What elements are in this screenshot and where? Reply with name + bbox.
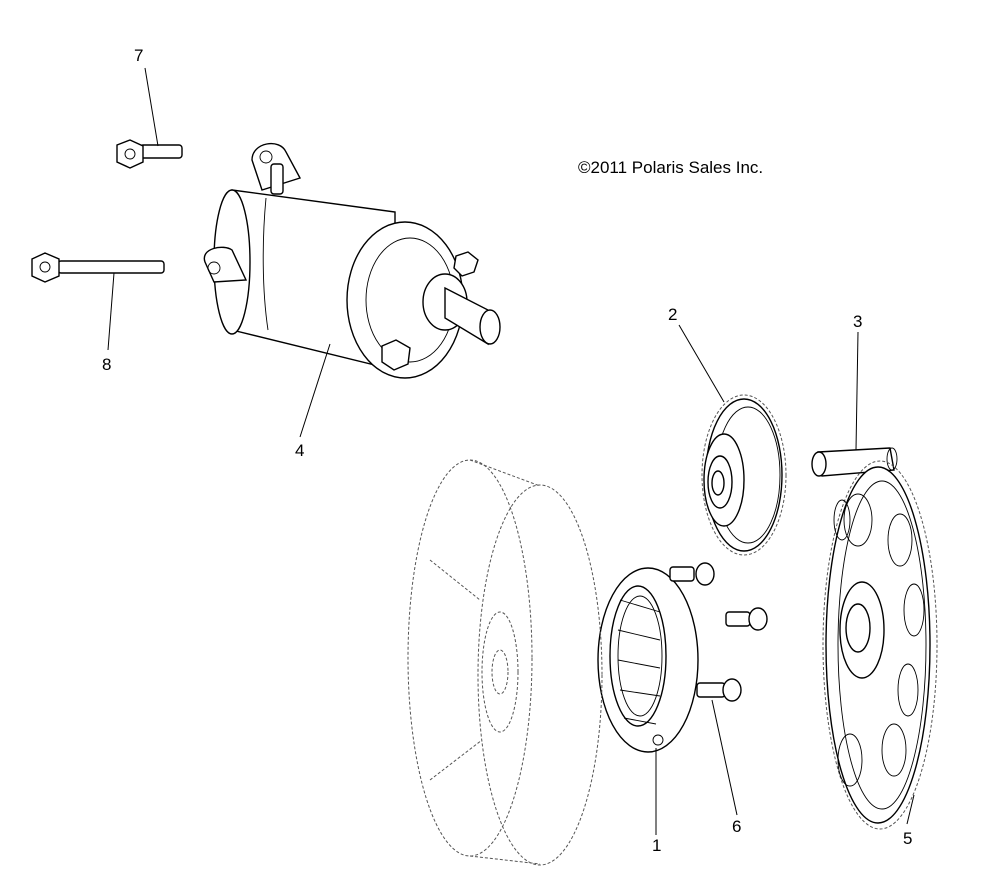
part-8-long-bolt xyxy=(31,252,165,283)
callout-3: 3 xyxy=(853,312,862,331)
leader-7 xyxy=(144,67,159,147)
leader-6 xyxy=(711,699,738,816)
callout-4: 4 xyxy=(295,441,304,460)
leader-5 xyxy=(906,794,915,825)
callout-5: 5 xyxy=(903,829,912,848)
part-5-starter-gear xyxy=(822,460,938,830)
leader-8 xyxy=(107,272,115,351)
callout-6: 6 xyxy=(732,817,741,836)
part-2-idler-gear xyxy=(701,394,787,556)
callout-8: 8 xyxy=(102,355,111,374)
leader-4 xyxy=(299,343,331,438)
copyright-text: ©2011 Polaris Sales Inc. xyxy=(578,158,763,177)
part-4-starter-motor xyxy=(203,142,501,379)
part-6-screws xyxy=(669,562,768,702)
flywheel-phantom xyxy=(407,459,603,866)
leader-2 xyxy=(678,324,725,403)
part-7-flange-bolt xyxy=(116,139,183,169)
callout-7: 7 xyxy=(134,46,143,65)
callout-2: 2 xyxy=(668,305,677,324)
callout-1: 1 xyxy=(652,836,661,855)
part-1-starter-clutch xyxy=(597,567,699,753)
leader-lines xyxy=(107,67,915,835)
leader-3 xyxy=(855,331,859,451)
